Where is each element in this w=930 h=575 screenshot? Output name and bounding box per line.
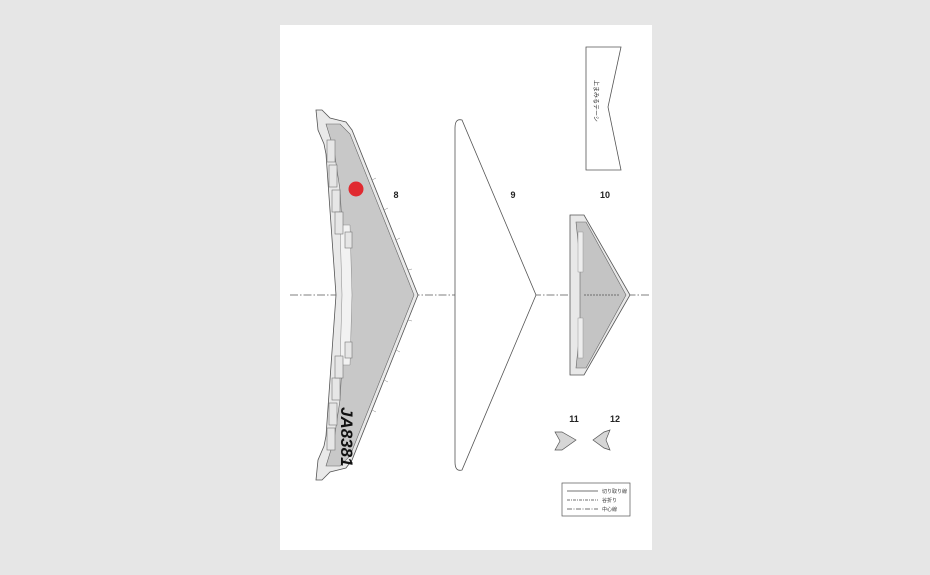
registration-mark: JA8381 [337,407,356,467]
part-10-tailplane: 10 [569,190,631,376]
red-roundel [348,181,364,197]
leading-edge-ticks [371,177,413,413]
part-9-outline [454,119,537,471]
part-number-8: 8 [393,190,398,200]
part-12-fin: 12 [592,414,620,451]
part-number-10: 10 [600,190,610,200]
part-number-12: 12 [610,414,620,424]
flap-panels-upper [326,139,353,451]
wing-root-strip [339,224,353,366]
part-11-fin: 11 [554,414,579,451]
part-9-wing: 9 [454,119,537,471]
legend-label-cut: 切り取り線 [602,488,627,495]
tab-piece: 上まみるテーシ [585,46,622,171]
wing-surface [325,123,415,467]
part-8-wing: JA8381 8 [315,109,419,481]
tab-outline [585,46,622,171]
legend-label-valley: 谷折り [602,497,617,504]
legend-label-center: 中心線 [602,506,617,513]
part-number-9: 9 [510,190,515,200]
legend: 切り取り線 谷折り 中心線 [561,482,631,517]
part-number-11: 11 [569,414,579,424]
fin-12-shape [592,429,611,451]
legend-box [561,482,631,517]
tab-label: 上まみるテーシ [592,80,600,122]
fin-11-shape [554,431,577,451]
